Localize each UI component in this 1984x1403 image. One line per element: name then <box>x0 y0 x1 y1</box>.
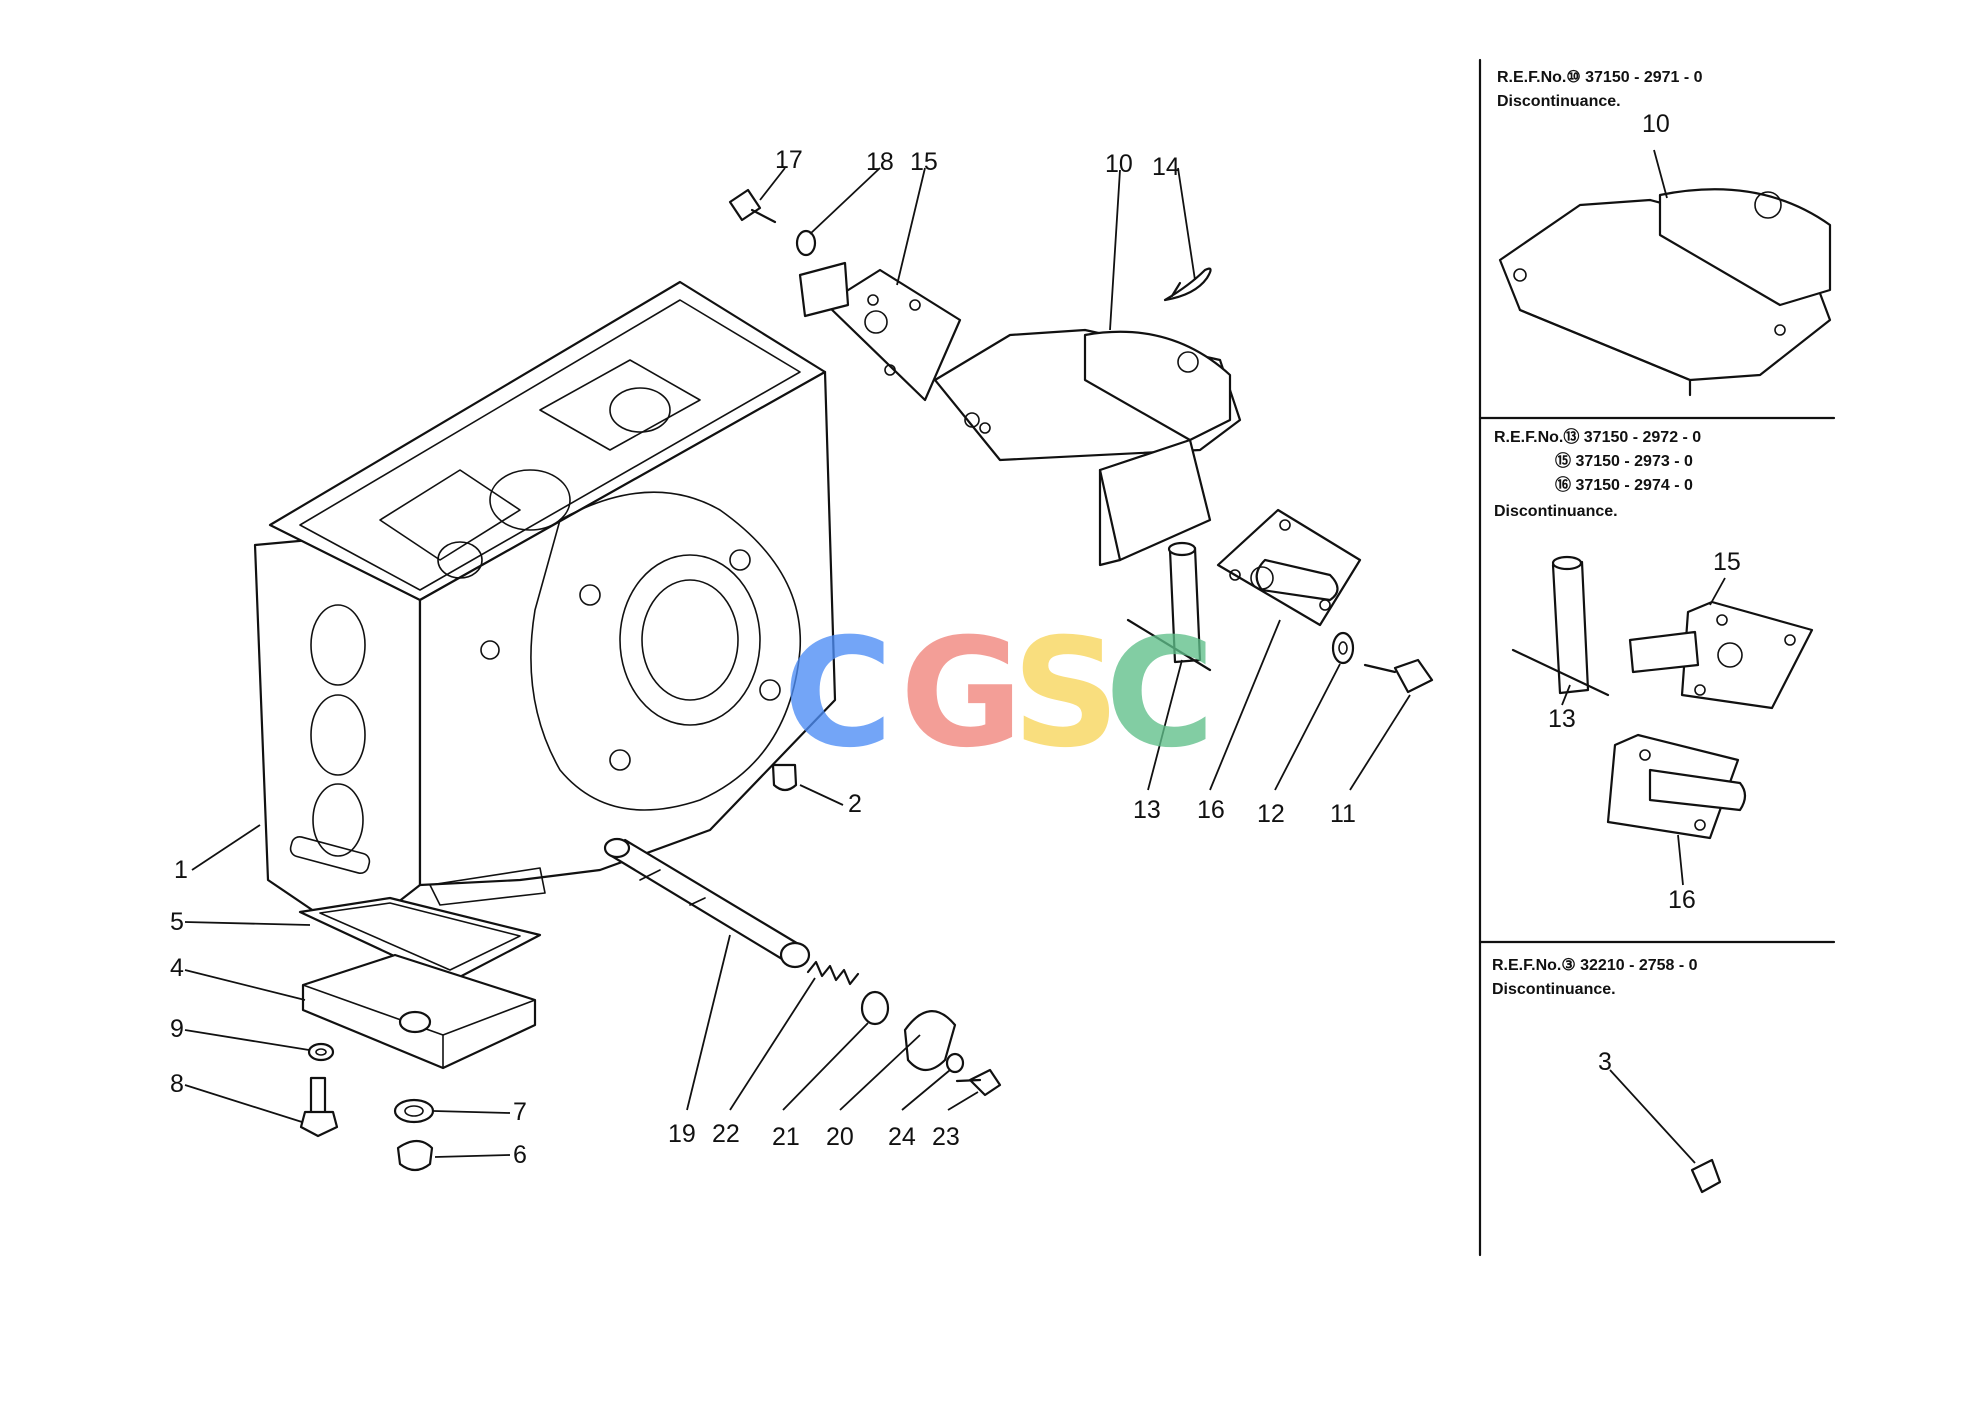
note3-status: Discontinuance. <box>1492 981 1616 998</box>
panel-label-10: 10 <box>1642 110 1670 138</box>
callout-15: 15 <box>910 148 938 176</box>
callout-2: 2 <box>848 790 862 818</box>
panel-pin-13 <box>1551 560 1590 695</box>
callout-numbers: 1 2 4 5 6 7 8 9 10 11 12 13 14 15 16 17 … <box>170 146 1356 1169</box>
panel-plug-3 <box>1690 1158 1722 1194</box>
panel-label-15: 15 <box>1713 548 1741 576</box>
note2-status: Discontinuance. <box>1494 503 1618 520</box>
callout-21: 21 <box>772 1123 800 1151</box>
transmission-case <box>253 280 837 924</box>
callout-11: 11 <box>1330 800 1356 828</box>
callout-20: 20 <box>826 1123 854 1151</box>
plug-part-2 <box>771 763 798 792</box>
note1-status: Discontinuance. <box>1497 93 1621 110</box>
side-panel-notes: R.E.F.No.⑩ 37150 - 2971 - 0 Discontinuan… <box>1492 69 1741 1076</box>
callout-14: 14 <box>1152 153 1180 181</box>
panel-label-13: 13 <box>1548 705 1576 733</box>
callout-12: 12 <box>1257 800 1285 828</box>
watermark-letter-c2: C <box>1105 607 1215 781</box>
panel-label-16: 16 <box>1668 886 1696 914</box>
watermark-letter-g: G <box>900 607 1023 781</box>
callout-1: 1 <box>174 856 188 884</box>
callout-23: 23 <box>932 1123 960 1151</box>
callout-13: 13 <box>1133 796 1161 824</box>
callout-17: 17 <box>775 146 803 174</box>
callout-8: 8 <box>170 1070 184 1098</box>
bottom-cover-assembly <box>298 896 542 1172</box>
pin-plate-assembly <box>1126 508 1434 694</box>
callout-18: 18 <box>866 148 894 176</box>
side-panel <box>1478 58 1836 1257</box>
bracket-assembly <box>728 188 1242 567</box>
watermark-logo: C G S C <box>783 607 1215 781</box>
callout-16: 16 <box>1197 796 1225 824</box>
note2-ref-line-3: ⑯ 37150 - 2974 - 0 <box>1555 475 1693 494</box>
shaft-assembly <box>603 837 1002 1097</box>
panel-label-3: 3 <box>1598 1048 1612 1076</box>
callout-5: 5 <box>170 908 184 936</box>
callout-7: 7 <box>513 1098 527 1126</box>
note3-ref: R.E.F.No.③ 32210 - 2758 - 0 <box>1492 957 1698 974</box>
callout-4: 4 <box>170 954 184 982</box>
callout-6: 6 <box>513 1141 527 1169</box>
callout-22: 22 <box>712 1120 740 1148</box>
callout-10: 10 <box>1105 150 1133 178</box>
callout-9: 9 <box>170 1015 184 1043</box>
leader-lines <box>184 149 1726 1164</box>
note2-ref-line-1: R.E.F.No.⑬ 37150 - 2972 - 0 <box>1494 427 1701 446</box>
watermark-letter-s: S <box>1012 607 1120 781</box>
note2-ref-line-2: ⑮ 37150 - 2973 - 0 <box>1555 451 1693 470</box>
note1-ref: R.E.F.No.⑩ 37150 - 2971 - 0 <box>1497 69 1703 86</box>
callout-19: 19 <box>668 1120 696 1148</box>
watermark-letter-c1: C <box>783 607 893 781</box>
panel-plate-15 <box>1680 600 1814 710</box>
callout-24: 24 <box>888 1123 916 1151</box>
